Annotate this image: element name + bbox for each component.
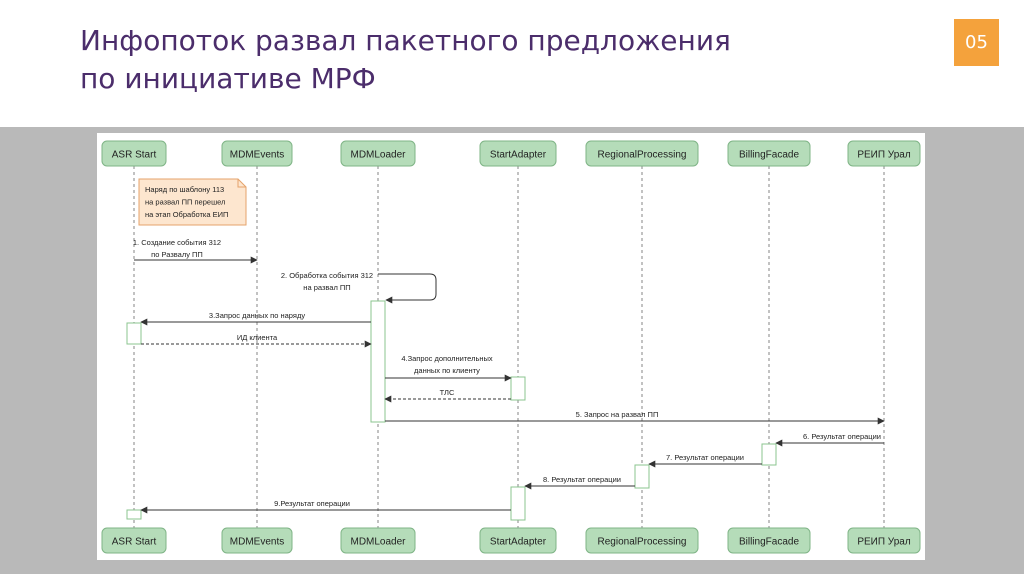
message-arrow (378, 273, 437, 304)
participant-box-bottom (340, 527, 416, 554)
message-label: ИД клиента (237, 333, 278, 342)
participant-box-top (727, 140, 811, 167)
activation-bar (126, 509, 142, 520)
message-label: 7. Результат операции (666, 453, 744, 462)
message-label: 4.Запрос дополнительных (401, 354, 493, 363)
participant-label-top: РЕИП Урал (857, 150, 911, 161)
participant-label-top: MDMLoader (350, 150, 406, 161)
note-box (138, 178, 247, 226)
activation-bar (370, 300, 386, 423)
activation-bar (126, 322, 142, 345)
activation-bar (761, 443, 777, 466)
slide-title-line-1: Инфопоток развал пакетного предложения (80, 24, 731, 57)
participant-box-top (847, 140, 921, 167)
participant-label-bottom: РЕИП Урал (857, 537, 911, 548)
participant-label-top: BillingFacade (739, 150, 799, 161)
message-label: по Развалу ПП (151, 250, 203, 259)
participant-label-bottom: ASR Start (112, 537, 157, 548)
participant-box-top (221, 140, 293, 167)
message-label: 5. Запрос на развал ПП (576, 410, 659, 419)
message-label: 8. Результат операции (543, 475, 621, 484)
participant-label-bottom: RegionalProcessing (598, 537, 687, 548)
slide-title-line-2: по инициативе МРФ (80, 62, 376, 95)
participant-label-top: ASR Start (112, 150, 157, 161)
participant-label-top: MDMEvents (230, 150, 284, 161)
participant-label-bottom: BillingFacade (739, 537, 799, 548)
note-text: Наряд по шаблону 113 (145, 185, 224, 194)
message-label: 6. Результат операции (803, 432, 881, 441)
participant-label-top: StartAdapter (490, 150, 547, 161)
page-number-badge: 05 (954, 19, 999, 66)
activation-bar (510, 486, 526, 521)
participant-label-top: RegionalProcessing (598, 150, 687, 161)
activation-bar (510, 376, 526, 401)
activation-bar (634, 464, 650, 489)
note-text: на этап Обработка ЕИП (145, 210, 228, 219)
note-text: на развал ПП перешел (145, 198, 225, 207)
participant-label-bottom: StartAdapter (490, 537, 547, 548)
note-corner (237, 179, 246, 188)
participant-box-top (101, 140, 167, 167)
participant-box-top (479, 140, 557, 167)
participant-box-bottom (479, 527, 557, 554)
participant-box-bottom (585, 527, 699, 554)
message-label: 2. Обработка события 312 (281, 271, 373, 280)
participant-box-top (340, 140, 416, 167)
participant-label-bottom: MDMEvents (230, 537, 284, 548)
message-label: 1. Создание события 312 (133, 238, 221, 247)
message-label: 3.Запрос данных по наряду (209, 311, 305, 320)
participant-box-bottom (101, 527, 167, 554)
participant-label-bottom: MDMLoader (350, 537, 406, 548)
participant-box-top (585, 140, 699, 167)
participant-box-bottom (847, 527, 921, 554)
message-label: данных по клиенту (414, 366, 480, 375)
message-label: 9.Результат операции (274, 499, 350, 508)
message-label: на развал ПП (303, 283, 350, 292)
participant-box-bottom (221, 527, 293, 554)
slide-title: Инфопоток развал пакетного предложения п… (80, 22, 731, 98)
participant-box-bottom (727, 527, 811, 554)
message-label: ТЛС (440, 388, 455, 397)
